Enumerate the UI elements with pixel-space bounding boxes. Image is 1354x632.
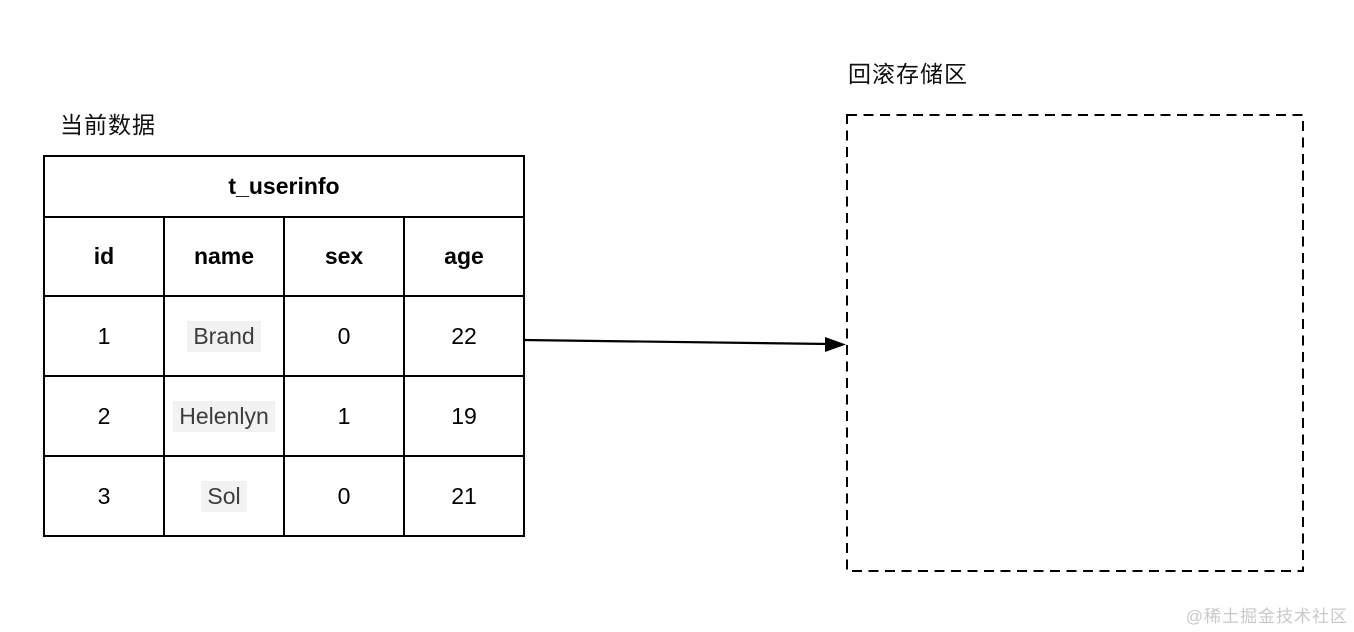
- cell-name: Sol: [163, 455, 285, 537]
- cell-id: 3: [43, 455, 165, 537]
- cell-sex: 0: [283, 295, 405, 377]
- name-value-highlight: Sol: [201, 480, 247, 512]
- table-row: 2 Helenlyn 1 19: [43, 375, 525, 457]
- table-row: 1 Brand 0 22: [43, 295, 525, 377]
- arrow-right-icon: [523, 337, 846, 352]
- current-data-label: 当前数据: [60, 112, 156, 138]
- rollback-area-label: 回滚存储区: [848, 61, 968, 87]
- table-title-row: t_userinfo: [43, 155, 525, 218]
- cell-id: 1: [43, 295, 165, 377]
- cell-sex: 0: [283, 455, 405, 537]
- watermark-text: @稀土掘金技术社区: [1185, 607, 1348, 626]
- column-header-age: age: [403, 216, 525, 297]
- cell-age: 19: [403, 375, 525, 457]
- rollback-storage-box: [846, 114, 1304, 572]
- column-header-name: name: [163, 216, 285, 297]
- cell-age: 21: [403, 455, 525, 537]
- cell-id: 2: [43, 375, 165, 457]
- table-header-row: id name sex age: [43, 216, 525, 297]
- cell-name: Brand: [163, 295, 285, 377]
- name-value-highlight: Helenlyn: [173, 400, 275, 432]
- column-header-id: id: [43, 216, 165, 297]
- name-value-highlight: Brand: [187, 320, 261, 352]
- table-title: t_userinfo: [43, 155, 525, 218]
- cell-sex: 1: [283, 375, 405, 457]
- cell-name: Helenlyn: [163, 375, 285, 457]
- userinfo-table: t_userinfo id name sex age 1 Brand 0 22 …: [43, 155, 525, 537]
- table-row: 3 Sol 0 21: [43, 455, 525, 537]
- column-header-sex: sex: [283, 216, 405, 297]
- cell-age: 22: [403, 295, 525, 377]
